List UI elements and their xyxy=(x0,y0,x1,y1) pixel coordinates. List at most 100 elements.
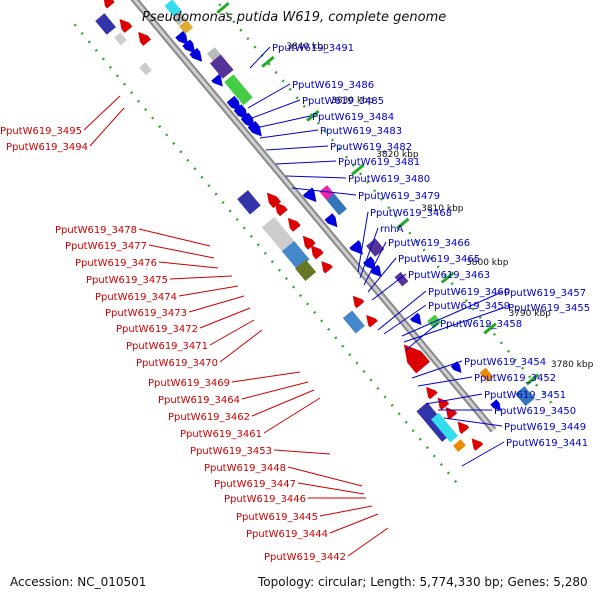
left-gene-label: PputW619_3477 xyxy=(65,241,147,252)
reverse-gene-arrow xyxy=(403,344,430,374)
tick-label: 3820 kbp xyxy=(376,150,419,160)
right-gene-label: PputW619_3458 xyxy=(440,319,522,330)
gene-feature-block xyxy=(95,13,116,35)
forward-gene-arrow xyxy=(349,240,363,255)
left-gene-label: PputW619_3461 xyxy=(180,429,262,440)
right-label-leader xyxy=(371,273,407,301)
forward-gene-arrow xyxy=(410,312,422,326)
forward-gene-arrow xyxy=(211,74,223,87)
reverse-gene-arrow xyxy=(138,31,151,46)
tick-label: 3830 kbp xyxy=(331,96,374,106)
right-gene-label: PputW619_3481 xyxy=(338,157,420,168)
reverse-gene-arrow xyxy=(302,235,316,250)
right-label-leader xyxy=(357,211,369,273)
left-label-leader xyxy=(231,371,301,383)
gene-feature-block xyxy=(479,367,494,383)
right-gene-label: PputW619_3460 xyxy=(428,287,510,298)
left-label-leader xyxy=(169,275,233,280)
right-gene-label: PputW619_3451 xyxy=(484,390,566,401)
right-gene-label: PputW619_3459 xyxy=(428,301,510,312)
forward-gene-arrow xyxy=(363,256,376,271)
left-gene-label: PputW619_3476 xyxy=(75,258,157,269)
left-gene-label: PputW619_3445 xyxy=(236,512,318,523)
gene-feature-block xyxy=(237,190,261,215)
left-gene-label: PputW619_3444 xyxy=(246,529,328,540)
left-label-leader xyxy=(188,295,245,313)
right-label-leader xyxy=(367,257,397,293)
gene-feature-block xyxy=(295,259,317,281)
forward-gene-arrow xyxy=(370,264,382,278)
gene-feature-block xyxy=(431,412,458,443)
forward-gene-arrow xyxy=(182,39,196,54)
tick-mark xyxy=(440,271,455,284)
right-gene-label: PputW619_3468 xyxy=(370,208,452,219)
left-label-leader xyxy=(219,329,263,363)
right-gene-label: PputW619_3457 xyxy=(504,288,586,299)
tick-label: 3840 kbp xyxy=(286,42,329,52)
right-gene-label: PputW619_3484 xyxy=(312,112,394,123)
gene-feature-block xyxy=(326,193,347,216)
left-gene-label: PputW619_3475 xyxy=(86,275,168,286)
forward-gene-arrow xyxy=(175,31,189,46)
gene-feature-block xyxy=(179,19,194,34)
right-label-leader xyxy=(255,115,311,129)
right-label-leader xyxy=(461,441,505,467)
left-label-leader xyxy=(83,95,121,131)
left-gene-label: PputW619_3447 xyxy=(214,479,296,490)
gene-feature-block xyxy=(366,238,385,257)
forward-gene-arrow xyxy=(247,121,262,137)
right-gene-label: PputW619_3486 xyxy=(292,80,374,91)
left-gene-label: PputW619_3470 xyxy=(136,358,218,369)
right-gene-label: PputW619_3479 xyxy=(358,191,440,202)
reverse-gene-arrow xyxy=(119,18,133,33)
tick-mark xyxy=(525,373,540,386)
right-gene-label: PputW619_3452 xyxy=(474,373,556,384)
tick-label: 3780 kbp xyxy=(551,360,594,370)
left-gene-label: PputW619_3472 xyxy=(116,324,198,335)
right-gene-label: PputW619_3483 xyxy=(320,126,402,137)
left-label-leader xyxy=(251,389,315,417)
left-label-leader xyxy=(148,244,215,259)
right-gene-label: PputW619_3491 xyxy=(272,43,354,54)
tick-mark xyxy=(483,322,497,335)
tick-mark xyxy=(261,55,275,68)
gene-feature-block xyxy=(139,62,152,76)
reverse-gene-arrow xyxy=(321,261,333,274)
reverse-gene-arrow xyxy=(103,0,115,9)
right-gene-label: PputW619_3441 xyxy=(506,438,588,449)
right-label-leader xyxy=(443,417,503,427)
gene-feature-block xyxy=(209,54,234,79)
right-label-leader xyxy=(359,227,379,279)
reverse-gene-arrow xyxy=(310,245,324,260)
forward-gene-arrow xyxy=(302,187,317,203)
forward-gene-arrow xyxy=(240,112,255,129)
left-gene-label: PputW619_3471 xyxy=(126,341,208,352)
right-label-leader xyxy=(259,129,319,139)
reverse-gene-arrow xyxy=(352,295,365,309)
left-gene-label: PputW619_3494 xyxy=(6,142,88,153)
left-label-leader xyxy=(263,397,321,434)
left-label-leader xyxy=(347,527,389,557)
genome-title: Pseudomonas putida W619, complete genome xyxy=(142,10,447,25)
gene-feature-block xyxy=(515,386,535,407)
left-label-leader xyxy=(319,505,373,517)
inner-ring-dots xyxy=(73,23,460,487)
left-label-leader xyxy=(199,307,251,329)
outer-ring-dots xyxy=(214,0,555,407)
right-gene-label: PputW619_3450 xyxy=(494,406,576,417)
accession-text: Accession: NC_010501 xyxy=(10,575,147,589)
left-gene-label: PputW619_3474 xyxy=(95,292,177,303)
reverse-gene-arrow xyxy=(274,202,288,217)
gene-feature-block xyxy=(224,74,253,106)
reverse-gene-arrow xyxy=(471,438,484,451)
right-gene-label: PputW619_3480 xyxy=(348,174,430,185)
right-gene-label: PputW619_3463 xyxy=(408,270,490,281)
right-label-leader xyxy=(275,160,337,165)
gene-feature-block xyxy=(453,439,466,452)
right-label-leader xyxy=(417,376,473,387)
reverse-gene-arrow xyxy=(445,407,458,420)
right-label-leader xyxy=(251,99,301,119)
right-label-leader xyxy=(403,306,507,343)
left-label-leader xyxy=(297,482,365,495)
